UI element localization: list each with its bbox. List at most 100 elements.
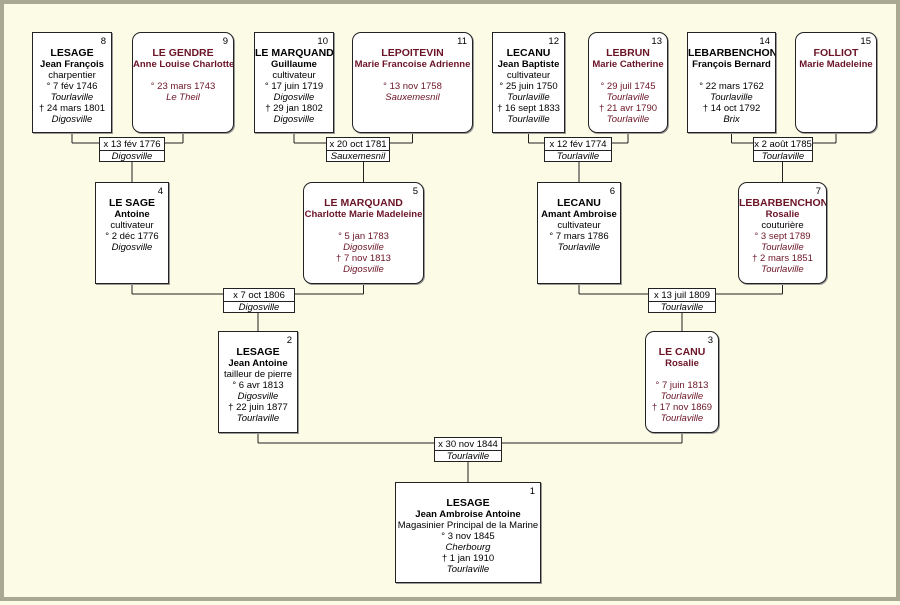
person-birth-date: ° 7 mars 1786 [549,231,609,242]
person-given-name: Amant Ambroise [541,209,617,220]
person-birth-date: ° 6 avr 1813 [232,380,284,391]
person-death-place: Tourlaville [507,114,550,125]
person-given-name: Jean Ambroise Antoine [415,509,521,520]
person-death-date: † 17 nov 1869 [651,402,713,413]
person-occupation: cultivateur [272,70,316,81]
person-death-date: † 29 jan 1802 [265,103,323,114]
person-number: 15 [860,36,871,47]
person-surname: LE MARQUAND [324,197,403,209]
person-given-name: Guillaume [271,59,317,70]
marriage-place: Tourlaville [660,302,704,313]
person-death-date: † 21 avr 1790 [598,103,658,114]
person-given-name: Marie Catherine [592,59,664,70]
person-occupation: Magasinier Principal de la Marine [397,520,539,531]
person-birth-place: Digosville [343,242,384,253]
person-surname: LEPOITEVIN [381,47,444,59]
person-given-name: Jean Antoine [228,358,288,369]
person-number: 5 [412,186,418,197]
person-given-name: Anne Louise Charlotte [133,59,234,70]
person-given-name: Jean Baptiste [497,59,560,70]
person-birth-place: Sauxemesnil [385,92,440,103]
person-death-date: † 2 mars 1851 [752,253,813,264]
person-death-place: Tourlaville [761,264,804,275]
marriage-place: Sauxemesnil [330,151,386,162]
person-surname: LE CANU [658,346,706,358]
person-number: 3 [707,335,713,346]
marriage-place: Tourlaville [556,151,600,162]
person-number: 8 [100,36,106,47]
person-birth-place: Le Theil [166,92,200,103]
person-birth-place: Digosville [111,242,153,253]
marriage-date: x 13 fév 1776 [100,138,164,151]
person-given-name: Antoine [114,209,150,220]
person-death-date: † 14 oct 1792 [702,103,761,114]
person-number: 13 [651,36,662,47]
person-occupation: tailleur de pierre [223,369,293,380]
person-surname: LE SAGE [108,197,156,209]
person-death-date: † 24 mars 1801 [38,103,105,114]
person-death-date: † 16 sept 1833 [497,103,560,114]
person-given-name: Charlotte Marie Madeleine [304,209,423,220]
person-surname: LEBRUN [606,47,650,59]
person-birth-date: ° 23 mars 1743 [150,81,216,92]
person-given-name: Marie Francoise Adrienne [354,59,471,70]
person-surname: LESAGE [50,47,94,59]
person-birth-date: ° 22 mars 1762 [699,81,764,92]
person-birth-date: ° 25 juin 1750 [499,81,558,92]
person-number: 7 [815,186,821,197]
person-birth-place: Tourlaville [710,92,753,103]
person-occupation: charpentier [48,70,96,81]
person-given-name: Marie Madeleine [799,59,873,70]
person-number: 14 [759,36,770,47]
person-surname: LESAGE [446,497,490,509]
person-number: 10 [317,36,328,47]
marriage-date: x 2 août 1785 [754,139,812,151]
person-birth-place: Cherbourg [445,542,491,553]
person-birth-place: Tourlaville [606,92,650,103]
person-birth-date: ° 2 déc 1776 [105,231,159,242]
connector-lines [71,133,837,482]
marriage-date: x 13 juil 1809 [649,289,715,302]
person-death-date: † 7 nov 1813 [336,253,391,264]
marriage-place: Tourlaville [446,451,490,462]
person-number: 1 [529,486,535,497]
person-death-place: Digosville [273,114,315,125]
person-birth-date: ° 5 jan 1783 [338,231,389,242]
person-surname: LE GENDRE [152,47,214,59]
marriage-date: x 12 fév 1774 [545,138,611,151]
person-birth-date: ° 17 juin 1719 [264,81,324,92]
person-death-place: Tourlaville [446,564,490,575]
person-occupation: cultivateur [557,220,601,231]
person-death-place: Tourlaville [236,413,280,424]
person-number: 6 [609,186,615,197]
person-number: 11 [457,36,467,47]
marriage-place: Digosville [111,151,153,162]
person-death-place: Brix [723,114,740,125]
marriage-date: x 30 nov 1844 [435,438,501,451]
person-occupation: cultivateur [506,70,551,81]
person-birth-date: ° 3 nov 1845 [441,531,495,542]
